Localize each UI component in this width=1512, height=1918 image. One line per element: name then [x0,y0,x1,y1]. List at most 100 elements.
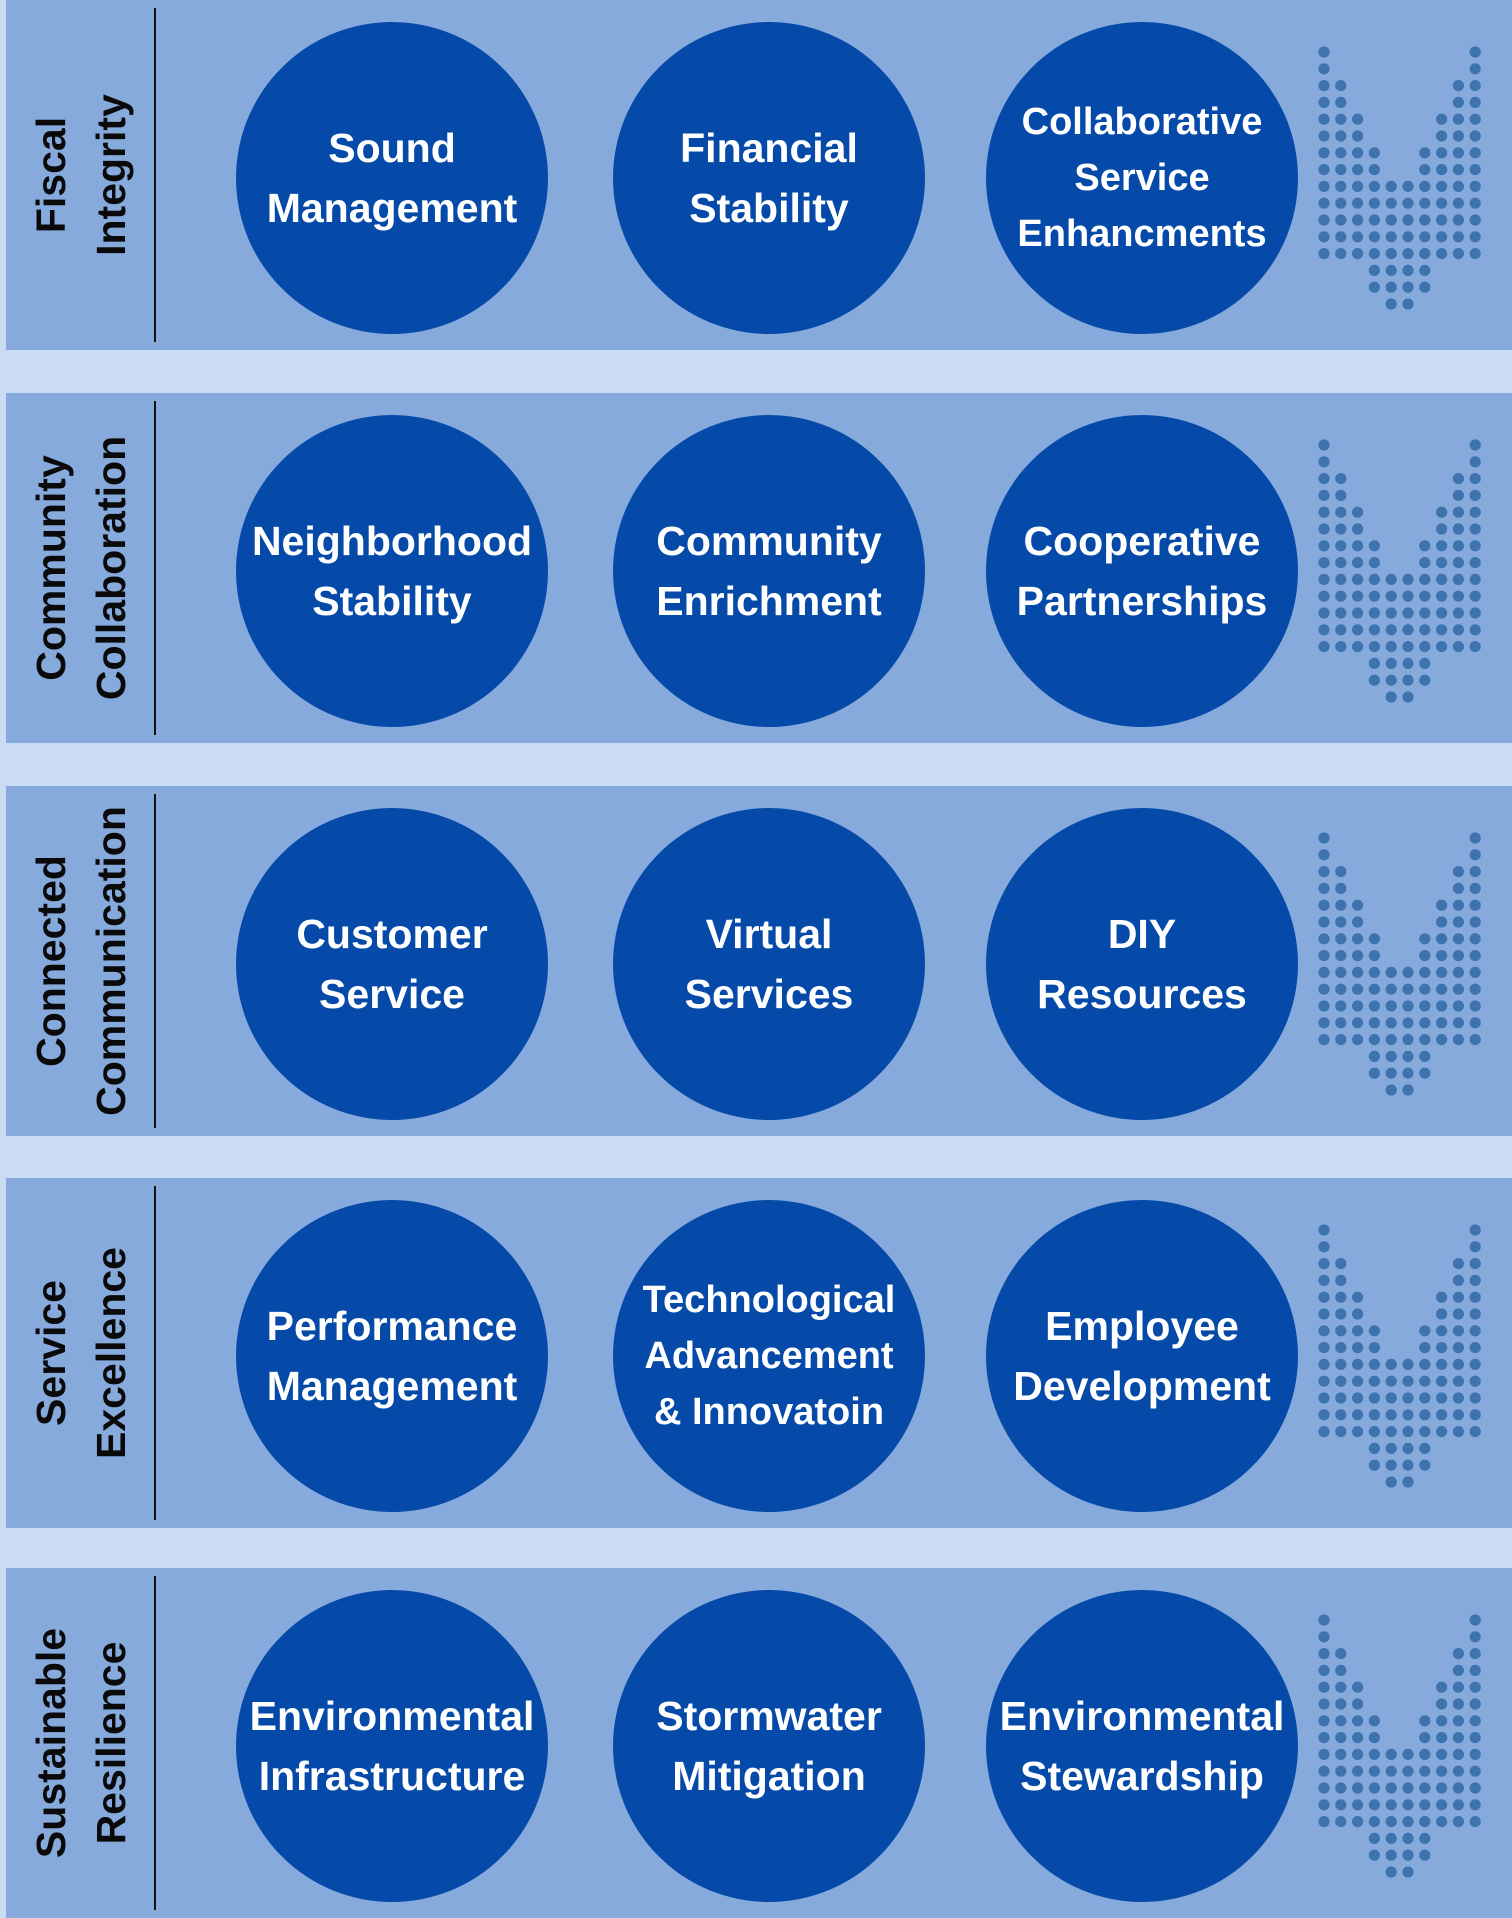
pattern-dot [1402,281,1414,293]
pattern-dot [1436,1426,1448,1438]
pattern-dot [1419,1748,1431,1760]
pattern-dot [1452,473,1464,485]
pattern-dot [1436,1017,1448,1029]
pattern-dot [1452,966,1464,978]
pattern-dot [1436,624,1448,636]
pattern-dot [1335,607,1347,619]
pattern-dot [1402,1442,1414,1454]
pattern-dot [1368,197,1380,209]
pattern-dot [1352,1715,1364,1727]
pattern-dot [1368,1442,1380,1454]
circle-label: Stormwater Mitigation [656,1693,882,1799]
circle-virtual-services: Virtual Services [613,808,925,1120]
pattern-dot [1352,1000,1364,1012]
pattern-dot [1352,180,1364,192]
pattern-dot [1352,1308,1364,1320]
pattern-dot [1352,1799,1364,1811]
pattern-dot [1318,1308,1330,1320]
pattern-dot [1469,1034,1481,1046]
pattern-dot [1452,933,1464,945]
pattern-dot [1318,950,1330,962]
pattern-dot [1335,1648,1347,1660]
pattern-dot [1335,573,1347,585]
pattern-dot [1452,1799,1464,1811]
pattern-dot [1469,882,1481,894]
pattern-dot [1402,1392,1414,1404]
dotted-chevron-icon [1318,832,1481,1096]
pattern-dot [1368,1832,1380,1844]
pattern-dot [1436,1409,1448,1421]
pattern-dot [1335,489,1347,501]
pattern-dot [1402,1050,1414,1062]
pattern-dot [1335,882,1347,894]
circle-label: Virtual Services [684,911,854,1017]
pattern-dot [1335,506,1347,518]
pattern-dot [1385,1067,1397,1079]
pattern-dot [1318,1325,1330,1337]
pattern-dot [1335,523,1347,535]
pattern-dot [1452,573,1464,585]
pattern-dot [1469,456,1481,468]
pattern-dot [1352,950,1364,962]
pattern-dot [1452,1358,1464,1370]
pattern-dot [1469,1631,1481,1643]
pattern-dot [1419,573,1431,585]
pattern-dot [1452,1681,1464,1693]
pattern-dot [1385,1849,1397,1861]
pattern-dot [1318,96,1330,108]
pattern-dot [1385,1084,1397,1096]
pattern-dot [1318,1698,1330,1710]
pattern-dot [1402,1832,1414,1844]
dotted-chevron-icon [1318,1224,1481,1488]
row-label-line2: Integrity [88,94,134,256]
pattern-dot [1419,983,1431,995]
pattern-dot [1335,641,1347,653]
pattern-dot [1385,1050,1397,1062]
pattern-dot [1318,1291,1330,1303]
pattern-dot [1318,506,1330,518]
pattern-dot [1469,214,1481,226]
pattern-dot [1335,1000,1347,1012]
pattern-dot [1469,849,1481,861]
pattern-dot [1385,1866,1397,1878]
pattern-dot [1436,641,1448,653]
pattern-dot [1469,540,1481,552]
pattern-dot [1419,231,1431,243]
pattern-dot [1318,1258,1330,1270]
circle-technological-advancement: Technological Advancement & Innovatoin [613,1200,925,1512]
circle-cooperative-partnerships: Cooperative Partnerships [986,415,1298,727]
pattern-dot [1419,1342,1431,1354]
pattern-dot [1452,641,1464,653]
pattern-dot [1368,1459,1380,1471]
pattern-dot [1335,1392,1347,1404]
pattern-dot [1419,557,1431,569]
pattern-dot [1352,899,1364,911]
circle-financial-stability: Financial Stability [613,22,925,334]
pattern-dot [1436,933,1448,945]
pattern-dot [1419,590,1431,602]
pattern-dot [1469,1816,1481,1828]
pattern-dot [1368,248,1380,260]
pattern-dot [1318,1392,1330,1404]
pattern-dot [1368,624,1380,636]
pattern-dot [1368,281,1380,293]
pattern-dot [1452,1426,1464,1438]
pattern-dot [1318,130,1330,142]
pattern-dot [1352,1375,1364,1387]
pattern-dot [1436,113,1448,125]
pattern-dot [1352,983,1364,995]
pattern-dot [1452,1291,1464,1303]
pattern-dot [1368,607,1380,619]
pattern-dot [1469,607,1481,619]
pattern-dot [1318,916,1330,928]
pattern-dot [1402,231,1414,243]
pattern-dot [1352,573,1364,585]
pattern-dot [1318,933,1330,945]
pattern-dot [1402,1000,1414,1012]
